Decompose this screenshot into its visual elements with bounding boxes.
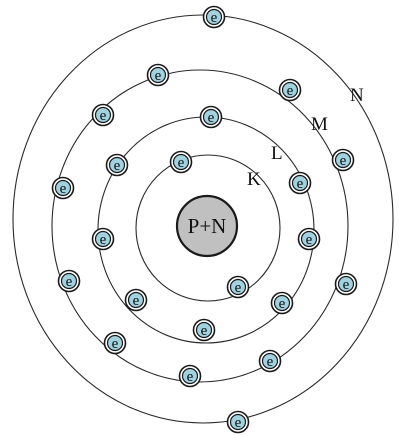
shell-label-k: K <box>247 169 261 190</box>
electron: e <box>146 63 170 87</box>
electron: e <box>202 5 226 29</box>
electron: e <box>288 171 312 195</box>
electron: e <box>334 272 358 296</box>
electron: e <box>331 148 355 172</box>
orbit-k <box>135 154 281 302</box>
electron-symbol: e <box>201 323 208 339</box>
electron-core <box>94 106 112 124</box>
electron-core <box>106 334 124 352</box>
electron: e <box>124 288 148 312</box>
electron-symbol: e <box>133 293 140 309</box>
electron-core <box>149 66 167 84</box>
electron: e <box>169 150 193 174</box>
electron: e <box>178 364 202 388</box>
electrons: e e e e e e e e e e e e e e e e e e e e e e <box>51 5 358 434</box>
electron-symbol: e <box>297 176 304 192</box>
electron-symbol: e <box>287 83 294 99</box>
electron-symbol: e <box>208 110 215 126</box>
electron-core <box>172 153 190 171</box>
electron-core <box>261 352 279 370</box>
electron-symbol: e <box>178 155 185 171</box>
electron-symbol: e <box>267 354 274 370</box>
electron-symbol: e <box>306 232 313 248</box>
electron-core <box>54 179 72 197</box>
electron-core <box>229 413 247 431</box>
electron-symbol: e <box>343 277 350 293</box>
nucleus-label: P+N <box>188 214 227 238</box>
electron-core <box>300 230 318 248</box>
electron: e <box>226 275 250 299</box>
electron-symbol: e <box>100 232 107 248</box>
electron-symbol: e <box>235 415 242 431</box>
electron: e <box>270 291 294 315</box>
electron-core <box>181 367 199 385</box>
electron: e <box>278 78 302 102</box>
electron: e <box>51 176 75 200</box>
electron-core <box>334 151 352 169</box>
electron-core <box>94 230 112 248</box>
electron-symbol: e <box>279 296 286 312</box>
electron-symbol: e <box>211 10 218 26</box>
electron: e <box>103 331 127 355</box>
electron: e <box>57 269 81 293</box>
electron-core <box>60 272 78 290</box>
electron-core <box>281 81 299 99</box>
electron: e <box>192 318 216 342</box>
electron-symbol: e <box>114 158 121 174</box>
electron: e <box>258 349 282 373</box>
electron: e <box>226 410 250 434</box>
electron: e <box>297 227 321 251</box>
electron-core <box>291 174 309 192</box>
electron-symbol: e <box>187 369 194 385</box>
electron: e <box>91 227 115 251</box>
electron-core <box>205 8 223 26</box>
electron: e <box>91 103 115 127</box>
electron-core <box>195 321 213 339</box>
electron-symbol: e <box>100 108 107 124</box>
orbit-m <box>51 69 349 383</box>
electron-core <box>229 278 247 296</box>
electron: e <box>199 105 223 129</box>
electron-core <box>108 156 126 174</box>
nucleus-circle <box>175 194 239 258</box>
electron-core <box>127 291 145 309</box>
electron: e <box>105 153 129 177</box>
electron-core <box>273 294 291 312</box>
electron-symbol: e <box>235 280 242 296</box>
electron-symbol: e <box>112 336 119 352</box>
shell-label-l: L <box>271 143 283 164</box>
electron-core <box>337 275 355 293</box>
electron-symbol: e <box>340 153 347 169</box>
electron-core <box>202 108 220 126</box>
electron-symbol: e <box>66 274 73 290</box>
nucleus: P+N <box>175 194 239 258</box>
shell-label-m: M <box>311 114 328 135</box>
shell-label-n: N <box>350 85 364 106</box>
electron-symbol: e <box>60 181 67 197</box>
electron-symbol: e <box>155 68 162 84</box>
